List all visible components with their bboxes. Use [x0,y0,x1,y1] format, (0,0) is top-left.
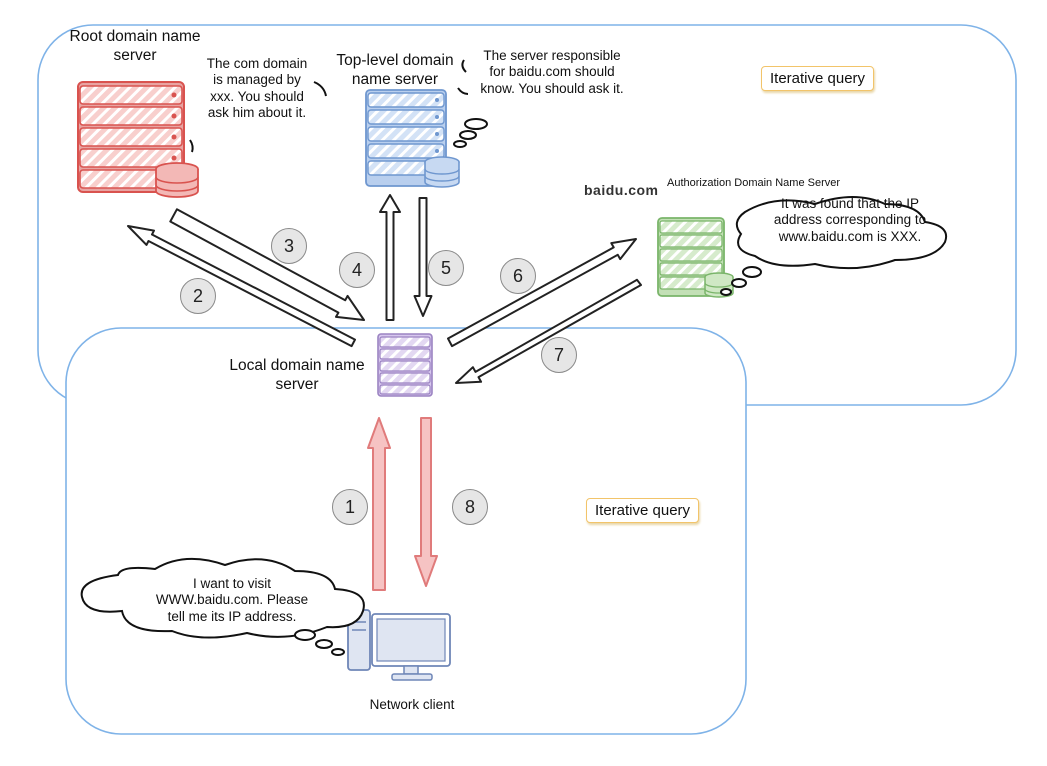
auth-server-icon [657,217,734,298]
arrow-5 [413,197,433,317]
step-3: 3 [271,228,307,264]
arrow-2 [127,225,356,348]
local-server-label: Local domain name server [229,357,365,393]
arrow-7 [455,278,642,384]
step-6: 6 [500,258,536,294]
tld-server-label: Top-level domain name server [336,52,454,88]
step-1: 1 [332,489,368,525]
arrow-1 [367,417,391,591]
auth-brand-label: baidu.com [584,182,659,198]
auth-server-label: Authorization Domain Name Server [667,177,841,189]
step-7: 7 [541,337,577,373]
client-bubble-text: I want to visit WWW.baidu.com. Please te… [155,576,309,624]
auth-thought-bubble [720,196,947,296]
local-server-icon [377,333,433,397]
arrow-6 [447,238,637,348]
tld-server-icon [365,89,460,188]
query-arrows [367,417,438,591]
step-2: 2 [180,278,216,314]
client-label: Network client [369,697,455,712]
tld-bubble-text: The server responsible for baidu.com sho… [480,48,624,96]
step-4: 4 [339,252,375,288]
auth-bubble-text: It was found that the IP address corresp… [773,196,927,244]
arrow-4 [379,194,401,321]
iterative-query-tag-bottom: Iterative query [586,498,700,523]
bubble-fragments [189,59,469,153]
tld-thought-trail [453,118,488,148]
iterative-query-tag-top: Iterative query [761,66,875,91]
root-server-icon [77,81,199,198]
arrow-3 [169,208,365,321]
iteration-arrows [127,194,642,384]
root-server-label: Root domain name server [69,28,201,64]
computer-icon [347,609,451,681]
client-thought-bubble [80,557,365,656]
arrow-8 [414,417,438,587]
step-8: 8 [452,489,488,525]
root-bubble-text: The com domain is managed by xxx. You sh… [206,56,308,121]
step-5: 5 [428,250,464,286]
